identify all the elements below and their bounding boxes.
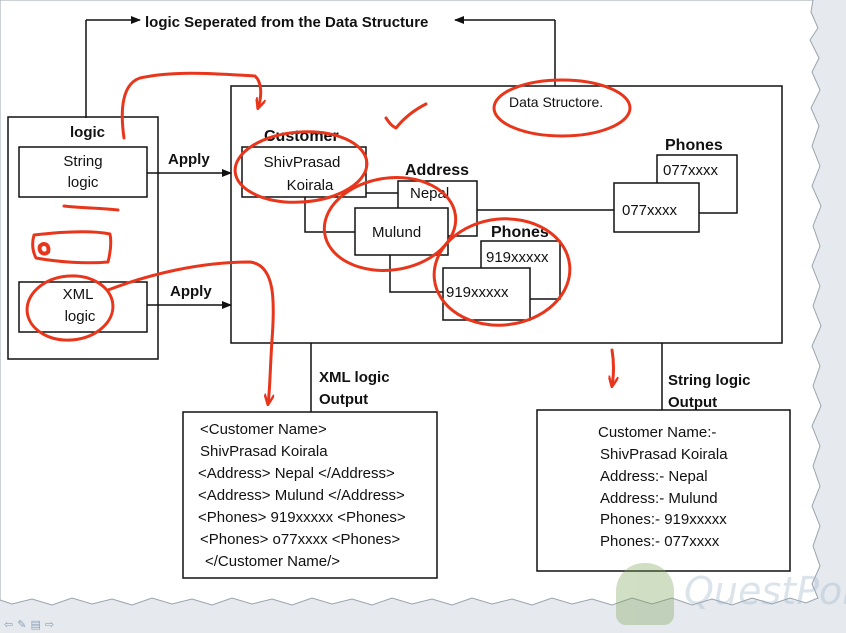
phones-right-title: Phones [665,137,723,154]
address-title: Address [405,162,469,179]
string-logic-line1: String [63,153,102,170]
phones-mid-title: Phones [491,224,549,241]
annotation-check [384,102,428,130]
string-output-lines: Customer Name:- ShivPrasad Koirala Addre… [598,424,728,550]
xml-output-lines: <Customer Name> ShivPrasad Koirala <Addr… [198,421,406,570]
xml-output-line-6: <Phones> o77xxxx <Phones> [200,531,400,548]
xml-logic-line1: XML [63,286,94,303]
annotation-circle-phones [432,217,572,327]
xml-output-line-7: </Customer Name/> [205,553,340,570]
xml-output-label-2: Output [319,391,368,408]
customer-name-line1: ShivPrasad [264,154,341,171]
annotation-circle-address [322,176,458,272]
string-output-line-6: Phones:- 077xxxx [600,533,720,550]
annotation-circle-data-structure [492,78,632,138]
logic-title: logic [70,124,105,141]
address-mulund-box [354,207,449,256]
top-banner-text: logic Seperated from the Data Structure [145,14,428,31]
phones-mid-back-text: 919xxxxx [486,249,549,266]
string-logic-line2: logic [68,174,99,191]
apply-label-xml: Apply [170,283,212,300]
string-output-line-4: Address:- Mulund [600,490,718,507]
pen-icon[interactable]: ✎ [17,618,31,631]
string-output-label-1: String logic [668,372,751,389]
logic-container [7,116,159,360]
xml-output-line-1: <Customer Name> [200,421,327,438]
string-output-line-3: Address:- Nepal [600,468,708,485]
string-output-line-5: Phones:- 919xxxxx [600,511,727,528]
xml-output-line-2: ShivPrasad Koirala [200,443,328,460]
phones-mid-front-text: 919xxxxx [446,284,509,301]
xml-logic-line2: logic [65,308,96,325]
data-structure-container [230,85,783,344]
annotation-dot [37,241,51,256]
annotation-scribble-box [31,230,113,265]
customer-name-line2: Koirala [287,177,334,194]
customer-address-connector [304,197,355,233]
watermark: QuestPond [608,555,846,633]
annotation-circle-xml-logic [25,274,115,342]
phones-right-front-text: 077xxxx [622,202,678,219]
annotation-circle-customer [233,130,369,204]
address-mulund-text: Mulund [372,224,421,241]
apply-label-string: Apply [168,151,210,168]
string-output-line-2: ShivPrasad Koirala [600,446,728,463]
xml-output-line-4: <Address> Mulund </Address> [198,487,405,504]
watermark-text: QuestPond [684,569,846,613]
red-annotations [25,71,632,404]
annotation-arrow-to-string-output [612,348,614,386]
prev-arrow-icon[interactable]: ⇦ [4,618,18,631]
string-output-line-1: Customer Name:- [598,424,716,441]
menu-icon[interactable]: ▤ [30,618,45,631]
phones-right-back-text: 077xxxx [663,162,719,179]
annotation-arrow-to-xml-output [106,260,275,404]
string-logic-box [18,146,148,198]
xml-logic-box [18,281,148,333]
xml-output-line-3: <Address> Nepal </Address> [198,465,395,482]
next-arrow-icon[interactable]: ⇨ [44,618,59,631]
paper-sheet [0,0,822,606]
slide-nav: ⇦✎▤⇨ [4,618,58,631]
watermark-logo-icon [616,563,674,625]
annotation-underline [62,204,120,212]
xml-output-label-1: XML logic [319,369,390,386]
string-output-label-2: Output [668,394,717,411]
annotation-arrow-to-customer [120,71,260,140]
xml-output-box [182,411,438,579]
phones-right-front-box [613,182,700,233]
data-structure-label: Data Structore. [509,94,603,110]
mulund-phones-mid-connector [389,255,443,293]
string-output-box [536,409,791,572]
phones-mid-front-box [442,267,531,321]
xml-output-line-5: <Phones> 919xxxxx <Phones> [198,509,406,526]
